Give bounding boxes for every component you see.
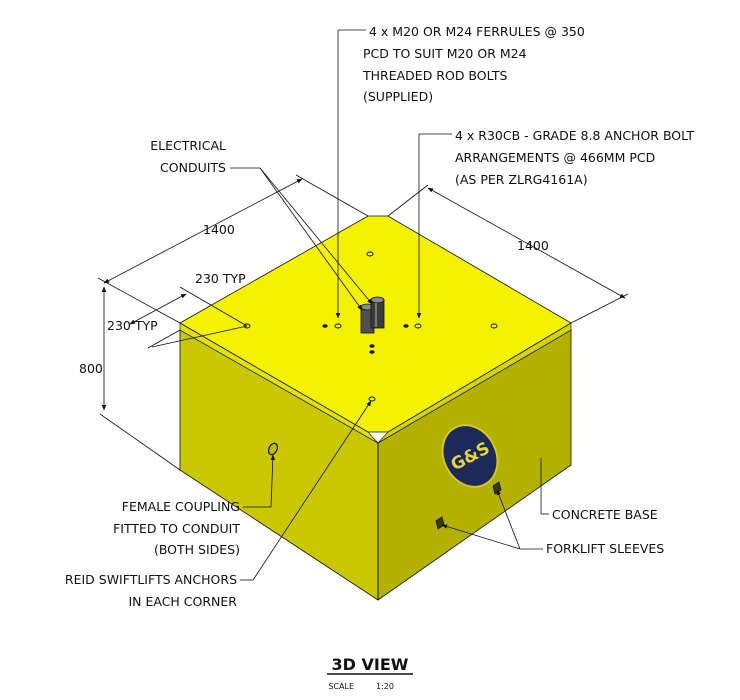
dim-offset-b: 230 TYP bbox=[107, 318, 158, 333]
scale-label: SCALE bbox=[328, 682, 354, 691]
dim-height: 800 bbox=[79, 361, 103, 376]
svg-text:4 x R30CB - GRADE 8.8 ANCHOR B: 4 x R30CB - GRADE 8.8 ANCHOR BOLT bbox=[455, 128, 694, 143]
svg-text:CONDUITS: CONDUITS bbox=[160, 160, 226, 175]
dimension-lines bbox=[97, 174, 629, 471]
svg-text:THREADED ROD BOLTS: THREADED ROD BOLTS bbox=[362, 68, 507, 83]
gs-logo: G&S bbox=[441, 424, 499, 488]
ferrules-note: 4 x M20 OR M24 FERRULES @ 350 PCD TO SUI… bbox=[362, 24, 585, 104]
concrete-base-note: CONCRETE BASE bbox=[552, 507, 658, 522]
svg-text:FEMALE COUPLING: FEMALE COUPLING bbox=[122, 499, 240, 514]
svg-text:(BOTH SIDES): (BOTH SIDES) bbox=[154, 542, 240, 557]
dim-left-width: 1400 bbox=[203, 222, 235, 237]
svg-text:FITTED TO CONDUIT: FITTED TO CONDUIT bbox=[113, 521, 240, 536]
view-title-text: 3D VIEW bbox=[332, 655, 409, 674]
scale-value: 1:20 bbox=[376, 682, 394, 691]
svg-text:4 x M20 OR M24 FERRULES @ 350: 4 x M20 OR M24 FERRULES @ 350 bbox=[369, 24, 585, 39]
leader-lines bbox=[230, 29, 549, 581]
svg-text:(AS PER ZLRG4161A): (AS PER ZLRG4161A) bbox=[455, 172, 588, 187]
svg-text:ELECTRICAL: ELECTRICAL bbox=[150, 138, 226, 153]
view-title: 3D VIEW SCALE 1:20 bbox=[327, 655, 413, 691]
forklift-sleeves-note: FORKLIFT SLEEVES bbox=[546, 541, 664, 556]
svg-text:ARRANGEMENTS @ 466MM PCD: ARRANGEMENTS @ 466MM PCD bbox=[455, 150, 655, 165]
electrical-conduits bbox=[360, 296, 385, 334]
swiftlifts-note: REID SWIFTLIFTS ANCHORS IN EACH CORNER bbox=[65, 572, 237, 609]
svg-text:(SUPPLIED): (SUPPLIED) bbox=[363, 89, 433, 104]
svg-text:REID SWIFTLIFTS ANCHORS: REID SWIFTLIFTS ANCHORS bbox=[65, 572, 237, 587]
conduits-note: ELECTRICAL CONDUITS bbox=[150, 138, 226, 175]
female-coupling bbox=[267, 442, 279, 456]
dim-right-width: 1400 bbox=[517, 238, 549, 253]
svg-text:IN EACH CORNER: IN EACH CORNER bbox=[128, 594, 237, 609]
anchor-bolts-note: 4 x R30CB - GRADE 8.8 ANCHOR BOLT ARRANG… bbox=[455, 128, 694, 187]
svg-text:PCD TO SUIT M20 OR M24: PCD TO SUIT M20 OR M24 bbox=[363, 46, 527, 61]
top-holes bbox=[243, 251, 498, 402]
female-coupling-note: FEMALE COUPLING FITTED TO CONDUIT (BOTH … bbox=[113, 499, 240, 557]
dimension-labels: 1400 1400 800 230 TYP 230 TYP bbox=[79, 222, 549, 376]
dim-offset-a: 230 TYP bbox=[195, 271, 246, 286]
